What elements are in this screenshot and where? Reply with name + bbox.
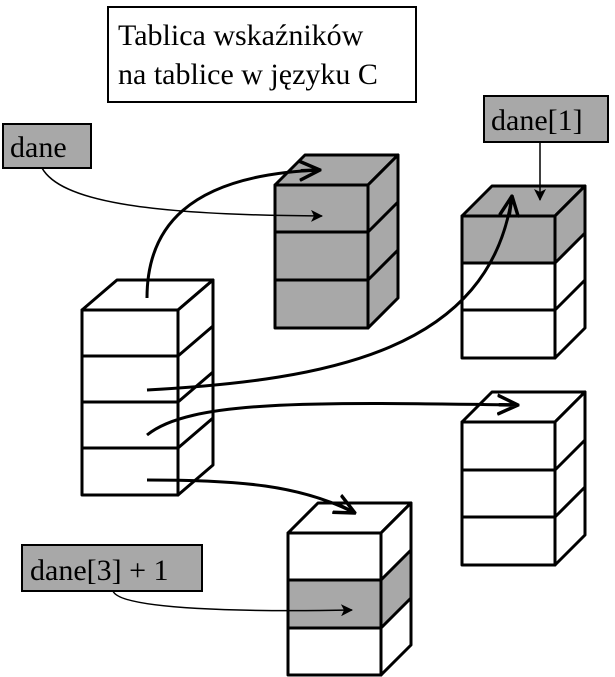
pointer-arrow-0 [145,170,320,299]
target-array-0-cell-1 [273,230,370,282]
label-dane-1: dane[1] [483,95,609,143]
target-array-2-cell-0 [460,420,557,472]
label-dane-text: dane [10,131,67,164]
pointer-array-cell-3 [80,446,180,497]
target-array-2-cell-1 [460,468,557,519]
title-line-2: na tablice w języku C [118,58,378,91]
label-dane-3-plus-1-text: dane[3] + 1 [30,554,169,587]
target-array-2-side [553,390,587,567]
target-array-2-cell-2 [460,515,557,567]
title-box: Tablica wskaźników na tablice w języku C [107,6,417,103]
arrow-dane-3-plus-1-to-cell [112,590,353,617]
target-array-3-cell-2 [286,626,383,677]
target-array-0-cell-2 [273,278,370,330]
label-dane: dane [2,123,92,169]
target-array-0-side [366,153,400,330]
target-array-1 [460,184,587,360]
pointer-array-cell-0 [80,308,180,358]
pointer-arrow-1 [146,196,512,392]
target-array-3-cell-1 [286,578,383,630]
arrow-dane-to-array [41,167,323,222]
target-array-1-cell-0 [460,214,557,265]
target-array-2 [460,390,587,567]
pointer-array-cell-1 [80,354,180,404]
label-dane-3-plus-1: dane[3] + 1 [21,544,203,592]
title-line-1: Tablica wskaźników [118,19,364,52]
label-dane-1-text: dane[1] [491,104,583,137]
target-array-3-cell-0 [286,531,383,582]
target-array-0 [273,153,400,330]
pointer-arrow-3 [146,478,355,513]
target-array-0-cell-0 [273,183,370,234]
pointer-arrow-2 [146,403,518,437]
target-array-1-cell-2 [460,308,557,360]
target-array-3 [286,501,413,677]
